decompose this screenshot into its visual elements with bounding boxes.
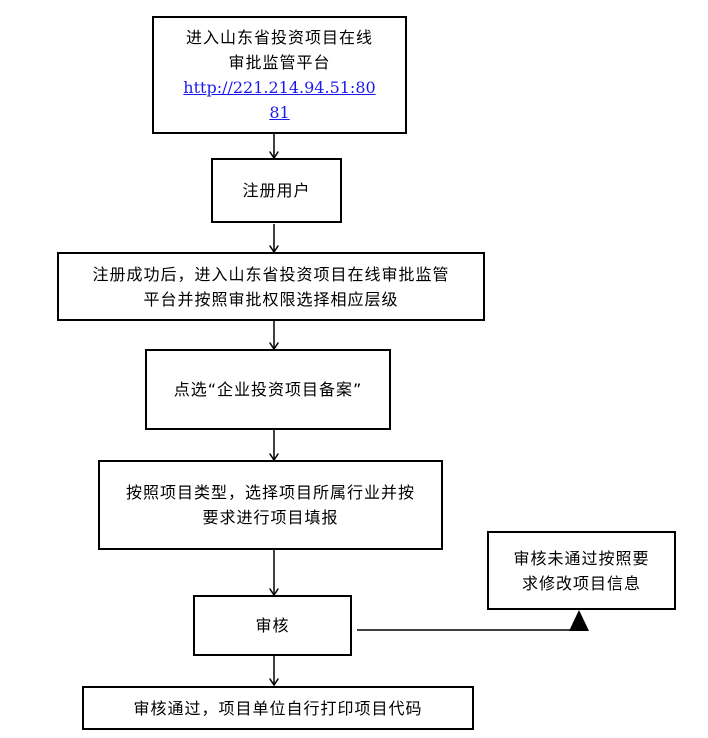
step-enter-line2: 审批监管平台 (228, 53, 331, 72)
platform-url-link-part1[interactable]: http://221.214.94.51:80 (183, 78, 376, 97)
step-review-label: 审核 (255, 616, 290, 635)
step-enter-line1: 进入山东省投资项目在线 (185, 28, 373, 47)
step-select-level: 注册成功后，进入山东省投资项目在线审批监管 平台并按照审批权限选择相应层级 (57, 252, 485, 321)
step-fill-line1: 按照项目类型，选择项目所属行业并按 (125, 483, 415, 502)
step-review-passed: 审核通过，项目单位自行打印项目代码 (82, 686, 474, 730)
step-select-line1: 注册成功后，进入山东省投资项目在线审批监管 (92, 264, 450, 284)
step-fill-line2: 要求进行项目填报 (202, 508, 339, 527)
arrowhead-up-icon (569, 610, 589, 631)
step-enter-platform: 进入山东省投资项目在线 审批监管平台 http://221.214.94.51:… (152, 16, 407, 134)
step-fill-project: 按照项目类型，选择项目所属行业并按 要求进行项目填报 (98, 460, 443, 550)
step-pass-label: 审核通过，项目单位自行打印项目代码 (133, 698, 423, 718)
step-fail-line1: 审核未通过按照要 (513, 548, 650, 568)
step-click-label: 点选“企业投资项目备案” (173, 380, 363, 399)
platform-url-link-part2[interactable]: 81 (269, 103, 290, 122)
step-review-failed: 审核未通过按照要 求修改项目信息 (487, 531, 676, 610)
step-fail-line2: 求修改项目信息 (521, 573, 641, 593)
step-register-label: 注册用户 (242, 181, 311, 200)
step-select-line2: 平台并按照审批权限选择相应层级 (143, 289, 399, 309)
step-click-filing: 点选“企业投资项目备案” (145, 349, 391, 430)
step-review: 审核 (193, 595, 352, 656)
arrowhead-icon (269, 678, 279, 687)
step-register-user: 注册用户 (211, 158, 342, 223)
